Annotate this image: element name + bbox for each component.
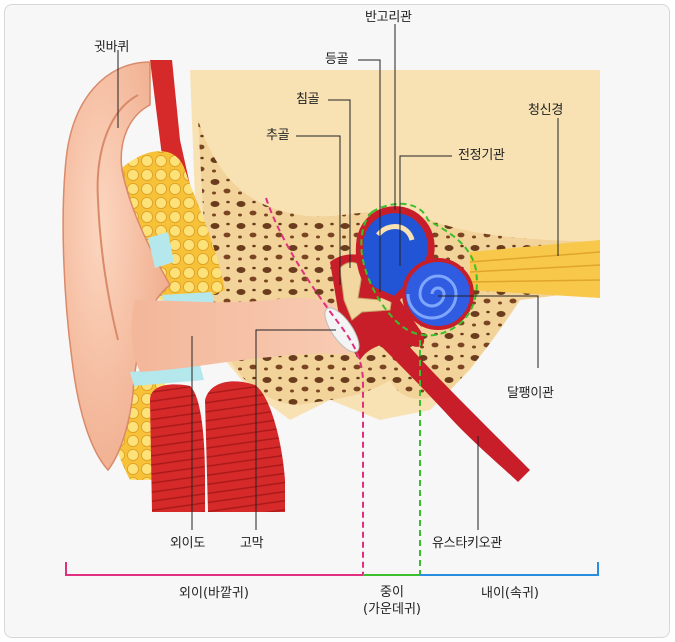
label-eardrum: 고막 (240, 536, 264, 551)
leader-lines (117, 24, 559, 530)
label-vestibule: 전정기관 (458, 148, 505, 163)
jaw-muscle (150, 381, 285, 512)
label-cochlea: 달팽이관 (507, 386, 554, 401)
eardrum-shape (324, 307, 360, 353)
outer-ear-bracket (65, 562, 363, 576)
label-malleus: 추골 (266, 128, 290, 143)
label-semicircular-canals: 반고리관 (365, 10, 412, 25)
inner-ear-boundary (360, 202, 478, 337)
label-incus: 침골 (296, 92, 320, 107)
label-eustachian-tube: 유스타키오관 (432, 536, 502, 551)
section-middle-ear-line1: 중이 (380, 585, 404, 600)
ear-canal-shape (131, 297, 350, 372)
section-inner-ear: 내이(속귀) (481, 586, 539, 601)
section-outer-ear: 외이(바깥귀) (179, 586, 249, 601)
auditory-nerve-shape (469, 240, 601, 298)
pinna-fold (96, 94, 139, 341)
outer-middle-boundary (265, 197, 364, 575)
eustachian-tube-shape (380, 330, 530, 482)
cartilage (148, 232, 174, 268)
label-stapes: 등골 (325, 52, 349, 67)
section-middle-ear-line2: (가운데귀) (363, 602, 421, 617)
label-ear-canal: 외이도 (170, 536, 205, 551)
inner-ear-bracket (420, 562, 599, 576)
section-middle-ear: 중이 (가운데귀) (363, 584, 421, 618)
pinna-shape (62, 61, 171, 472)
inner-ear-shape (355, 206, 474, 330)
label-auditory-nerve: 청신경 (528, 103, 563, 118)
label-pinna: 귓바퀴 (94, 40, 129, 55)
